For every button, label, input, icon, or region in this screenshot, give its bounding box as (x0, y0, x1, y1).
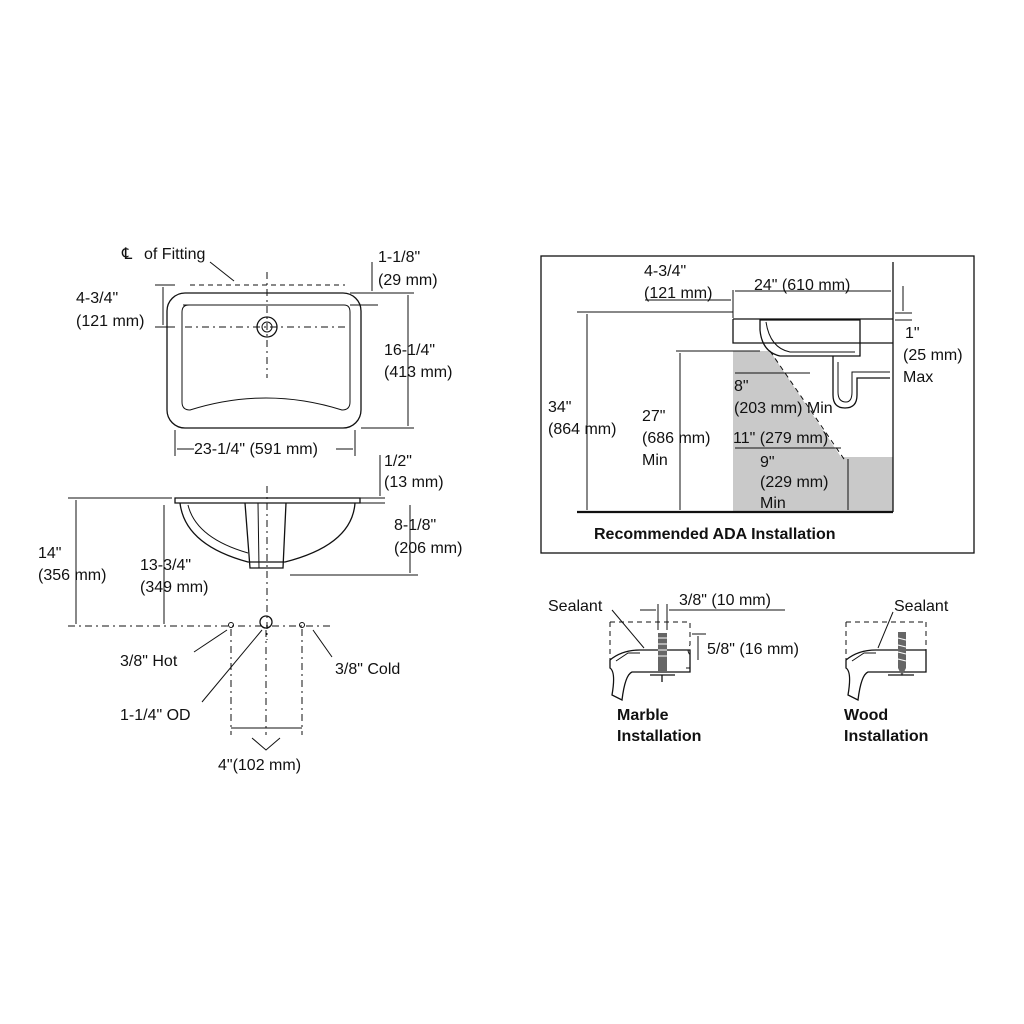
marble-label-1: Marble (617, 707, 669, 724)
ada-height-in: 34" (548, 399, 571, 416)
p-trap (832, 356, 890, 409)
dim-rim-width-in: 1-1/8" (378, 249, 420, 266)
bowl-profile (179, 502, 356, 563)
dim-front-back-mm: (413 mm) (384, 364, 452, 381)
wood-sealant-label: Sealant (894, 598, 949, 615)
label-cold: 3/8" Cold (335, 661, 400, 678)
ada-knee-depth-mm: (203 mm) Min (734, 400, 833, 417)
ada-toe-depth: 11" (279 mm) (733, 430, 828, 447)
ada-toe-min: Min (760, 495, 786, 512)
ada-panel: 4-3/4" (121 mm) 24" (610 mm) 1" (25 mm) … (540, 255, 975, 554)
drain-tailpiece (244, 502, 287, 569)
label-hot: 3/8" Hot (120, 653, 178, 670)
ada-title: Recommended ADA Installation (594, 526, 836, 543)
dim-supply-spacing: 4"(102 mm) (218, 757, 301, 774)
dim-overall-height-in: 14" (38, 545, 61, 562)
ada-frame (540, 255, 975, 554)
ada-knee-mm: (686 mm) (642, 430, 710, 447)
top-view: ℄ of Fitting 4-3/4" (121 mm) 1-1/8" (29 … (76, 246, 452, 458)
ada-height-mm: (864 mm) (548, 421, 616, 438)
dim-fitting-depth-in: 4-3/4" (76, 290, 118, 307)
dim-to-drain-mm: (349 mm) (140, 579, 208, 596)
ada-setback-in: 4-3/4" (644, 263, 686, 280)
dim-overall-height-mm: (356 mm) (38, 567, 106, 584)
marble-sealant-label: Sealant (548, 598, 603, 615)
wood-label-2: Installation (844, 728, 928, 745)
drain-outlet (259, 615, 273, 629)
marble-countertop (610, 621, 691, 669)
dim-rim-width-mm: (29 mm) (378, 272, 438, 289)
label-drain: 1-1/4" OD (120, 707, 191, 724)
wood-screw (898, 632, 906, 676)
dim-to-drain-in: 13-3/4" (140, 557, 191, 574)
ada-sink-bowl (759, 319, 861, 357)
ada-knee-in: 27" (642, 408, 665, 425)
cl-symbol: ℄ (121, 246, 133, 263)
ada-rim-max-in: 1" (905, 325, 920, 342)
ada-toe-mm: (229 mm) (760, 474, 828, 491)
marble-label-2: Installation (617, 728, 701, 745)
ada-toe-in: 9" (760, 454, 775, 471)
ada-knee-depth-in: 8" (734, 378, 749, 395)
marble-installation: 3/8" (10 mm) 5/8" (16 mm) Sealant Marble… (548, 592, 799, 745)
dim-front-back-in: 16-1/4" (384, 342, 435, 359)
sink-rim-outline (166, 292, 362, 429)
dim-width: 23-1/4" (591 mm) (194, 441, 318, 458)
marble-anchor-bolt (658, 633, 667, 673)
dim-rim-thickness-in: 1/2" (384, 453, 412, 470)
ada-knee-min: Min (642, 452, 668, 469)
cold-supply-point (299, 622, 305, 628)
wood-label-1: Wood (844, 707, 888, 724)
dim-bowl-depth-mm: (206 mm) (394, 540, 462, 557)
wood-installation: Sealant Wood Installation (844, 598, 949, 745)
ada-rim-max-label: Max (903, 369, 933, 386)
cl-label: of Fitting (144, 246, 205, 263)
side-view: 1/2" (13 mm) 8-1/8" (206 mm) 14" (356 mm… (38, 453, 462, 774)
marble-depth-dim: 5/8" (16 mm) (707, 641, 799, 658)
dim-bowl-depth-in: 8-1/8" (394, 517, 436, 534)
ada-rim-max-mm: (25 mm) (903, 347, 963, 364)
knee-clearance-zone (733, 351, 893, 512)
marble-hole-dim: 3/8" (10 mm) (679, 592, 771, 609)
marble-sink-flange (609, 649, 691, 701)
dim-fitting-depth-mm: (121 mm) (76, 313, 144, 330)
sink-bowl-outline (181, 304, 351, 411)
wood-sink-flange (845, 649, 927, 701)
ada-depth: 24" (610 mm) (754, 277, 850, 294)
ada-setback-mm: (121 mm) (644, 285, 712, 302)
dim-rim-thickness-mm: (13 mm) (384, 474, 444, 491)
hot-supply-point (228, 622, 234, 628)
